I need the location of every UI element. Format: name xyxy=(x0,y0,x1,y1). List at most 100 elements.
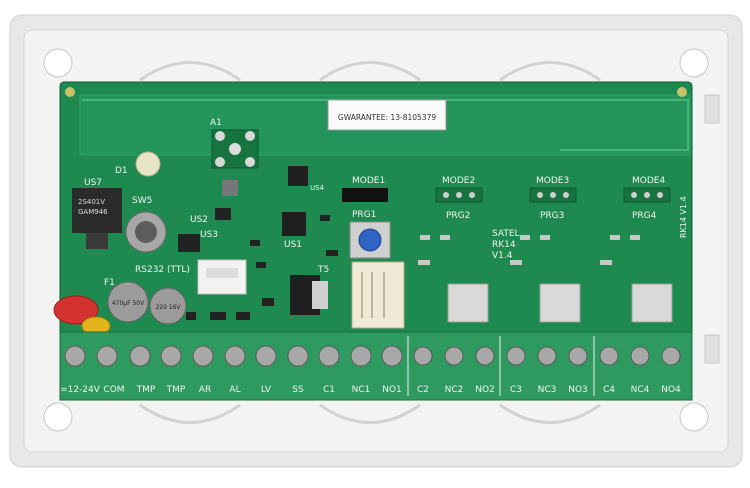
label-prg3: PRG3 xyxy=(540,211,564,221)
a1-pin xyxy=(215,131,225,141)
label-edge-mark: RK14 V1.4 xyxy=(679,196,688,238)
label-us2: US2 xyxy=(190,215,208,225)
serial-sticker xyxy=(327,99,447,131)
terminal-label: NO1 xyxy=(382,385,402,395)
terminal-label: NO2 xyxy=(475,385,495,395)
terminal-label: AL xyxy=(229,385,240,395)
polyfuse-f1 xyxy=(53,295,99,325)
knockout xyxy=(139,403,241,424)
terminal-screw[interactable] xyxy=(287,345,309,367)
terminal-screw[interactable] xyxy=(413,346,433,366)
rs232-slot xyxy=(206,268,238,278)
antenna-connector-a1 xyxy=(211,129,259,169)
label-f1: F1 xyxy=(104,278,115,288)
a1-pin xyxy=(229,143,241,155)
terminal-screw[interactable] xyxy=(444,346,464,366)
terminal-label: C1 xyxy=(323,385,335,395)
label-prg1: PRG1 xyxy=(352,210,376,220)
pcb-hole xyxy=(65,87,75,97)
terminal-screws xyxy=(64,345,681,367)
terminal-screw[interactable] xyxy=(630,346,650,366)
terminal-label: NC1 xyxy=(352,385,371,395)
label-d1: D1 xyxy=(115,166,128,176)
a1-pin xyxy=(245,131,255,141)
regulator-us7 xyxy=(72,188,122,233)
terminal-label: NO4 xyxy=(661,385,681,395)
mcu-us1 xyxy=(282,212,306,236)
chip-us4 xyxy=(288,166,308,186)
terminal-label: C2 xyxy=(417,385,429,395)
label-model-1: SATEL xyxy=(492,229,520,239)
label-us7: US7 xyxy=(84,178,102,188)
terminal-screw[interactable] xyxy=(192,345,214,367)
terminal-label: NO3 xyxy=(568,385,588,395)
pcb-hole xyxy=(677,87,687,97)
a1-pin xyxy=(215,157,225,167)
terminal-label: COM xyxy=(103,385,124,395)
knockout xyxy=(499,403,601,424)
led-d1 xyxy=(135,151,161,177)
terminal-screw[interactable] xyxy=(475,346,495,366)
label-prg4: PRG4 xyxy=(632,211,657,221)
terminal-screw[interactable] xyxy=(381,345,403,367)
terminal-screw[interactable] xyxy=(129,345,151,367)
capacitor-220uf xyxy=(149,287,187,325)
terminal-screw[interactable] xyxy=(661,346,681,366)
terminal-label: C3 xyxy=(510,385,522,395)
prg1-button[interactable] xyxy=(358,228,382,252)
terminal-label: LV xyxy=(261,385,272,395)
relay-4 xyxy=(631,283,673,323)
mounting-holes xyxy=(43,48,709,432)
terminal-screw[interactable] xyxy=(506,346,526,366)
mounting-hole xyxy=(43,48,73,78)
housing-clip xyxy=(704,94,720,124)
jumper-mode1[interactable] xyxy=(342,188,388,202)
terminal-screw[interactable] xyxy=(96,345,118,367)
terminal-screw[interactable] xyxy=(224,345,246,367)
terminal-label: SS xyxy=(292,385,304,395)
regulator-mark-1: 2S401V xyxy=(78,198,105,206)
mode-jumpers xyxy=(342,187,671,203)
label-mode2: MODE2 xyxy=(442,176,475,186)
knockout xyxy=(499,61,601,82)
label-mode3: MODE3 xyxy=(536,176,569,186)
terminal-screw[interactable] xyxy=(160,345,182,367)
label-sw5: SW5 xyxy=(132,196,152,206)
terminal-screw[interactable] xyxy=(537,346,557,366)
terminal-screw[interactable] xyxy=(350,345,372,367)
label-us3: US3 xyxy=(200,230,218,240)
relay-2 xyxy=(447,283,489,323)
cable-knockouts xyxy=(139,61,601,424)
terminal-label: NC2 xyxy=(445,385,464,395)
label-mode4: MODE4 xyxy=(632,176,665,186)
mounting-hole xyxy=(679,48,709,78)
housing-clip xyxy=(704,334,720,364)
terminal-screw[interactable] xyxy=(568,346,588,366)
smd-components xyxy=(186,215,338,320)
regulator-tab xyxy=(86,233,108,249)
label-model-2: RK14 xyxy=(492,240,516,250)
terminal-label: NC3 xyxy=(538,385,557,395)
chip-us3 xyxy=(178,234,200,252)
terminal-screw[interactable] xyxy=(64,345,86,367)
label-us1: US1 xyxy=(284,240,302,250)
smd-pads xyxy=(418,235,640,265)
a1-pin xyxy=(245,157,255,167)
output-relays xyxy=(447,283,673,323)
terminal-screw[interactable] xyxy=(255,345,277,367)
relay-3 xyxy=(539,283,581,323)
terminal-label: =12-24V xyxy=(60,385,101,395)
terminal-screw[interactable] xyxy=(599,346,619,366)
capacitor-470uf-label: 470µF 50V xyxy=(112,300,145,307)
silkscreen: A1 D1 US7 SW5 US2 US3 US4 US1 T5 F1 RS23… xyxy=(84,118,688,288)
terminal-label: NC4 xyxy=(631,385,650,395)
crystal xyxy=(222,180,238,196)
label-t5: T5 xyxy=(317,265,329,275)
transistor-t5-tab xyxy=(312,281,328,309)
terminal-screw[interactable] xyxy=(318,345,340,367)
tamper-switch-plunger[interactable] xyxy=(135,221,157,243)
label-rs232: RS232 (TTL) xyxy=(135,265,190,275)
relay-1 xyxy=(351,261,405,329)
